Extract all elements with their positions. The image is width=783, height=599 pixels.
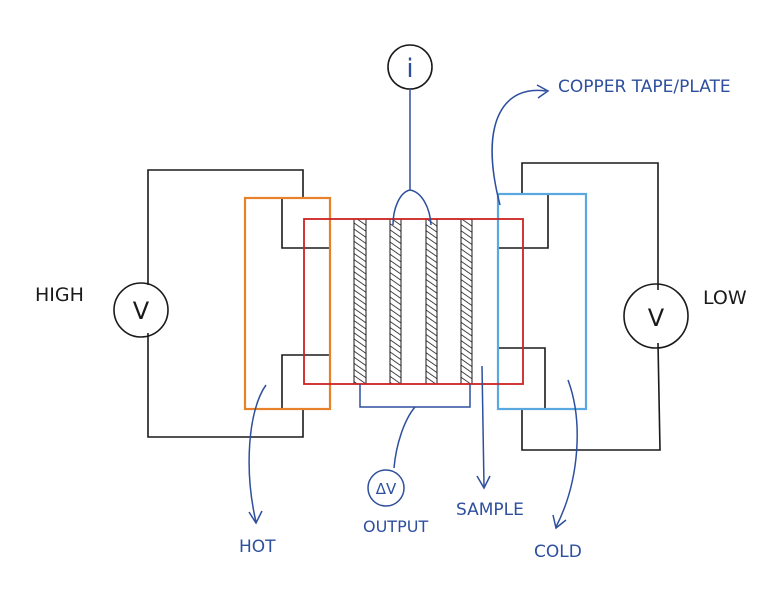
copper-arrow-head	[536, 84, 550, 99]
current-symbol: i	[406, 54, 413, 84]
output-bracket	[359, 384, 471, 408]
sample-label: SAMPLE	[456, 500, 524, 520]
sample-strip-1	[353, 218, 367, 385]
sample-arrow	[481, 365, 485, 487]
copper-arrow	[491, 89, 547, 206]
left-voltmeter-circuit: V	[113, 169, 330, 438]
hot-arrow-head	[248, 510, 263, 525]
left-circuit-top-wire	[147, 169, 304, 285]
right-circuit-bottom-wire	[521, 342, 661, 451]
cold-plate	[496, 192, 588, 411]
copper-label: COPPER TAPE/PLATE	[558, 77, 731, 97]
sample-strips	[353, 218, 473, 385]
current-wire	[392, 89, 432, 226]
cold-label: COLD	[534, 542, 582, 562]
left-bottom-contact	[281, 354, 330, 408]
cold-arrow-head	[552, 514, 567, 530]
delta-v-circle	[367, 469, 405, 507]
output-probe: ΔV	[359, 384, 471, 507]
sample	[303, 218, 524, 385]
right-voltmeter-symbol: V	[648, 304, 665, 332]
low-label: LOW	[703, 287, 747, 309]
high-label: HIGH	[35, 284, 84, 306]
left-circuit-bottom-wire	[147, 333, 304, 438]
left-voltmeter-symbol: V	[133, 297, 150, 325]
sample-strip-3	[425, 218, 438, 385]
sample-strip-2	[389, 218, 402, 385]
current-source: i	[387, 44, 433, 226]
output-lead	[393, 406, 416, 469]
hot-arrow	[248, 384, 267, 523]
left-top-contact	[281, 199, 330, 249]
left-voltmeter	[113, 282, 169, 338]
right-voltmeter-circuit: V	[498, 162, 689, 451]
sample-arrow-head	[476, 475, 491, 490]
right-bottom-contact	[498, 347, 546, 410]
right-circuit-top-wire	[521, 162, 659, 290]
cold-arrow	[555, 379, 578, 528]
output-label: OUTPUT	[363, 517, 428, 536]
right-top-contact	[498, 195, 549, 249]
delta-v-symbol: ΔV	[376, 480, 397, 498]
sample-strip-4	[460, 218, 473, 385]
hot-label: HOT	[239, 537, 276, 557]
right-voltmeter	[623, 283, 689, 349]
hot-plate	[243, 196, 332, 411]
